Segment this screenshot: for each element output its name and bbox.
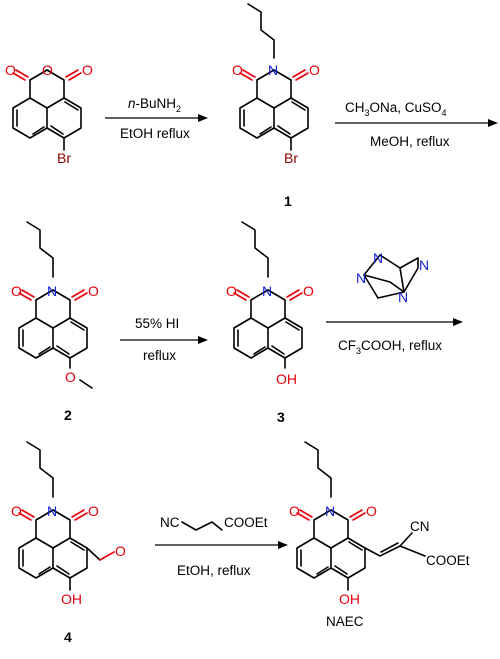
step1-reagent: n-BuNH2 — [128, 96, 181, 114]
step2-conditions: MeOH, reflux — [370, 134, 450, 149]
atom-oh: OH — [339, 591, 360, 607]
compound-label-4: 4 — [64, 629, 72, 645]
compound-2: O O N O 2 — [11, 221, 99, 423]
step5-cooet: COOEt — [224, 515, 268, 530]
atom-o: O — [232, 62, 243, 78]
atom-n: N — [419, 257, 429, 273]
atom-n: N — [356, 270, 366, 286]
step5-nc: NC — [160, 515, 180, 530]
atom-br: Br — [57, 150, 71, 166]
step3-conditions: reflux — [143, 348, 176, 363]
atom-o: O — [65, 369, 76, 385]
atom-o: O — [11, 283, 22, 299]
arrow-step5: NC COOEt EtOH, reflux — [155, 515, 288, 578]
atom-o: O — [289, 503, 300, 519]
atom-o: O — [82, 62, 93, 78]
compound-label-2: 2 — [64, 407, 72, 423]
naec-cn: CN — [410, 519, 430, 534]
step4-conditions: CF3COOH, reflux — [338, 338, 442, 356]
atom-o: O — [88, 283, 99, 299]
atom-n: N — [47, 503, 57, 519]
atom-o: O — [366, 503, 377, 519]
atom-n: N — [47, 283, 57, 299]
compound-start: O O O Br — [5, 62, 93, 166]
naec-cooet: COOEt — [426, 553, 470, 568]
atom-o: O — [88, 503, 99, 519]
compound-naec: O O N CN COOEt OH NAEC — [289, 441, 470, 629]
compound-label-naec: NAEC — [326, 614, 364, 629]
atom-o: O — [226, 283, 237, 299]
atom-o: O — [5, 62, 16, 78]
compound-3: O O N OH 3 — [226, 221, 314, 425]
atom-br: Br — [284, 150, 298, 166]
arrow-step1: n-BuNH2 EtOH reflux — [105, 96, 208, 141]
compound-4: O O N O OH 4 — [11, 441, 126, 645]
atom-o: O — [11, 503, 22, 519]
step3-reagent: 55% HI — [135, 316, 179, 331]
compound-label-1: 1 — [284, 193, 292, 209]
atom-o: O — [42, 62, 53, 78]
atom-o: O — [303, 283, 314, 299]
atom-n: N — [262, 283, 272, 299]
hexamethylenetetramine-icon: N N N N — [356, 250, 429, 305]
atom-n: N — [373, 250, 383, 266]
atom-o: O — [309, 62, 320, 78]
step5-conditions: EtOH, reflux — [177, 563, 251, 578]
atom-o: O — [115, 543, 126, 559]
arrow-step4: N N N N CF3COOH, reflux — [326, 250, 463, 356]
atom-oh: OH — [61, 591, 82, 607]
atom-n: N — [325, 503, 335, 519]
atom-n: N — [398, 289, 408, 305]
compound-label-3: 3 — [277, 409, 285, 425]
compound-1: O O N Br 1 — [232, 3, 320, 209]
step1-conditions: EtOH reflux — [120, 126, 190, 141]
arrow-step2: CH3ONa, CuSO4 MeOH, reflux — [335, 100, 498, 149]
atom-oh: OH — [276, 371, 297, 387]
atom-n: N — [268, 62, 278, 78]
step2-reagent: CH3ONa, CuSO4 — [345, 100, 447, 118]
arrow-step3: 55% HI reflux — [120, 316, 208, 363]
